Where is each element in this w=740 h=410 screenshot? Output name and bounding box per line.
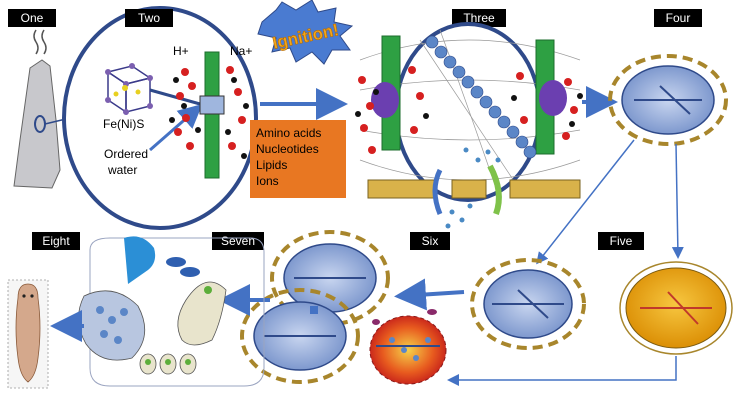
molecule-item-0: Amino acids: [256, 126, 321, 140]
water-pointer-arrow: [149, 104, 203, 152]
stage-two-vesicle: [62, 6, 258, 230]
vent-chimney: [13, 59, 61, 189]
stage-five-coat: [619, 261, 733, 355]
stage-four-label-box: [654, 9, 702, 27]
stage-six-coat: [470, 258, 586, 350]
stage-five-panel: Five: [598, 232, 733, 355]
flatworm-eye-right: [30, 294, 34, 298]
stage-two-membrane: [204, 51, 220, 179]
life-cycle-loop: [89, 237, 265, 387]
pump-left: [371, 82, 399, 118]
stage-two-panel: Two H+ Na+ Fe(Ni)S Ordered water: [62, 6, 258, 230]
stage-three-ions: [355, 66, 583, 154]
fe-ni-s-crystal: [105, 63, 153, 115]
polymer-chain: [425, 35, 537, 159]
amoeba-nucleus: [204, 286, 212, 294]
flatworm-eye-left: [22, 294, 26, 298]
stage-two-ions: [169, 66, 249, 159]
dying-protocell: [369, 309, 447, 385]
stage-six-panel: Six: [410, 232, 586, 350]
stage-six-chain: [517, 289, 549, 319]
mineral-label: Fe(Ni)S: [103, 117, 144, 131]
division-link: [310, 306, 318, 314]
stage-six-label-box: [410, 232, 450, 250]
stage-seven-coat-bottom: [240, 288, 360, 384]
stage-six-label: Six: [422, 234, 439, 248]
stage-one-panel: One: [8, 9, 71, 189]
stage-two-channel: [199, 95, 225, 115]
stage-one-label: One: [21, 11, 44, 25]
stage-one-label-box: [8, 9, 56, 27]
stage-five-label: Five: [610, 234, 633, 248]
stage-five-chain: [667, 291, 699, 325]
flatworm-body: [15, 283, 41, 383]
stage-two-label: Two: [138, 11, 160, 25]
molecules-box-bg: [250, 120, 346, 198]
amoeba-cell: [177, 281, 227, 346]
lipid-bilayer: [367, 164, 581, 216]
stage-two-label-box: [125, 9, 173, 27]
stage-four-label: Four: [666, 11, 691, 25]
stage-four-panel: Four: [608, 9, 728, 146]
stalked-cells: [139, 353, 197, 375]
vapor-wave-2: [41, 29, 47, 55]
arrow-four-to-six-branch: [536, 139, 635, 265]
released-particles: [445, 147, 501, 229]
mineral-pointer: [149, 88, 201, 106]
spore-2: [180, 267, 200, 277]
water-label-line2: water: [107, 163, 137, 177]
molecule-item-1: Nucleotides: [256, 142, 319, 156]
stage-three-label: Three: [463, 11, 495, 25]
stage-seven-label-box: [212, 232, 264, 250]
stage-eight-label: Eight: [42, 234, 70, 248]
proton-label: H+: [173, 44, 189, 58]
eukaryote-life-cycle: [78, 236, 265, 387]
stage-seven-label: Seven: [221, 234, 255, 248]
molecule-item-3: Ions: [256, 174, 279, 188]
vapor-wave-1: [33, 29, 39, 55]
stage-four-coat: [608, 54, 728, 146]
pump-right: [539, 80, 567, 116]
arrow-six-to-seven: [394, 278, 465, 311]
stage-eight-panel: Eight: [7, 232, 80, 389]
water-label-line1: Ordered: [104, 147, 148, 161]
spore-1: [166, 257, 186, 267]
multicell-colony: [78, 290, 146, 361]
ignition-burst: Ignition!: [257, 0, 354, 65]
molecules-box: Amino acids Nucleotides Lipids Ions: [250, 120, 346, 198]
stage-five-label-box: [598, 232, 644, 250]
arrow-four-to-five: [671, 143, 684, 259]
stage-four-chain: [659, 85, 691, 115]
stage-seven-panel: Seven: [212, 230, 390, 384]
stage-eight-label-box: [32, 232, 80, 250]
stage-three-panel: Three: [355, 9, 583, 229]
sodium-label: Na+: [230, 44, 252, 58]
fungus-shape: [124, 236, 156, 284]
molecule-item-2: Lipids: [256, 158, 287, 172]
arrow-five-to-decay: [447, 356, 677, 386]
